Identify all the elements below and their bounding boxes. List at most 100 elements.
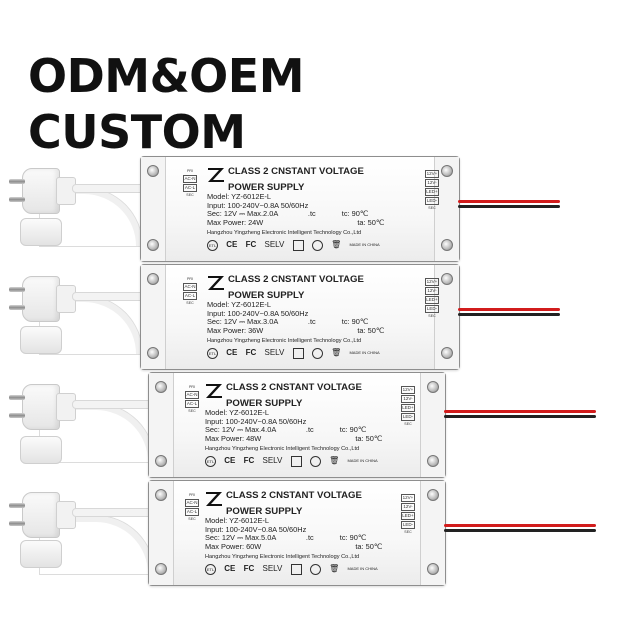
tc-marker-text: .tc [305, 425, 314, 435]
led-pos-label: LED+ [401, 404, 415, 412]
spec-label: CLASS 2 CNSTANT VOLTAGE POWER SUPPLY Mod… [205, 383, 415, 467]
spec-label: CLASS 2 CNSTANT VOLTAGE POWER SUPPLY Mod… [207, 275, 417, 359]
pri-label: PRI [187, 169, 193, 173]
led-pos-label: LED+ [401, 512, 415, 520]
ta-text: ta: 50℃ [355, 541, 383, 551]
v-pos-label: 12V+ [401, 386, 415, 394]
max-power-text: Max Power: 36W [207, 325, 264, 335]
out-sec-label: SEC [404, 422, 412, 426]
plug-pin-icon [9, 503, 25, 508]
screw-icon [427, 381, 439, 393]
screw-icon [427, 455, 439, 467]
v-neg-label: 12V- [401, 395, 415, 403]
screw-icon [427, 563, 439, 575]
max-power-text: Max Power: 48W [205, 433, 262, 443]
screw-icon [147, 239, 159, 251]
fc-mark: FC [245, 348, 257, 358]
sec-label: SEC [186, 301, 194, 305]
dc-symbol-icon: ⎓ [239, 317, 245, 327]
driver-case: PRI AC-N AC-L SEC CLASS 2 CNSTANT VOLTAG… [148, 480, 446, 586]
tc-text: tc: 90℃ [339, 425, 367, 435]
plug-pin-icon [9, 287, 25, 292]
ac-plug [9, 384, 60, 430]
screw-icon [441, 239, 453, 251]
plug-pin-icon [9, 197, 25, 202]
selv-mark: SELV [264, 240, 285, 250]
screw-icon [155, 563, 167, 575]
ac-l-label: AC-L [183, 292, 197, 300]
made-in-text: MADE IN CHINA [347, 566, 378, 572]
plug-pin-icon [9, 521, 25, 526]
input-pin-block: PRI AC-N AC-L SEC [185, 385, 199, 414]
model-text: Model: YZ-6012E-L [205, 516, 269, 525]
dc-symbol-icon: ⎓ [237, 425, 243, 435]
v-pos-label: 12V+ [425, 278, 439, 286]
cert-row: ETL CE FC SELV 🗑 MADE IN CHINA [205, 455, 415, 467]
fuse-icon [311, 239, 323, 251]
ac-connector [20, 326, 62, 354]
selv-mark: SELV [262, 456, 283, 466]
class2-icon [290, 455, 302, 467]
ac-n-label: AC-N [183, 175, 197, 183]
output-pin-block: 12V+ 12V- LED+ LED- SEC [401, 385, 415, 427]
input-pin-block: PRI AC-N AC-L SEC [185, 493, 199, 522]
fc-mark: FC [243, 456, 255, 466]
tc-marker-text: .tc [307, 209, 316, 219]
input-text: Input: 100-240V~0.8A 50/60Hz [205, 416, 307, 426]
screw-icon [155, 489, 167, 501]
black-wire [444, 529, 596, 532]
sec-label: SEC [186, 193, 194, 197]
title-line-2: POWER SUPPLY [228, 182, 305, 193]
fc-mark: FC [243, 564, 255, 574]
left-flange [149, 481, 174, 585]
ac-l-label: AC-L [185, 508, 199, 516]
class2-icon [290, 563, 302, 575]
driver-case: PRI AC-N AC-L SEC CLASS 2 CNSTANT VOLTAG… [140, 264, 460, 370]
max-power-text: Max Power: 60W [205, 541, 262, 551]
v-neg-label: 12V- [425, 179, 439, 187]
spec-label: CLASS 2 CNSTANT VOLTAGE POWER SUPPLY Mod… [205, 491, 415, 575]
title-line-1: CLASS 2 CNSTANT VOLTAGE [226, 382, 362, 393]
cert-row: ETL CE FC SELV 🗑 MADE IN CHINA [205, 563, 415, 575]
screw-icon [155, 381, 167, 393]
bin-icon: 🗑 [329, 564, 340, 574]
ce-mark: CE [226, 240, 238, 250]
ce-mark: CE [226, 348, 238, 358]
class2-icon [292, 347, 304, 359]
screw-icon [427, 489, 439, 501]
headline-line-2: CUSTOM [28, 105, 246, 159]
ac-connector [20, 540, 62, 568]
headline-line-1: ODM&OEM [28, 49, 304, 103]
screw-icon [147, 165, 159, 177]
selv-mark: SELV [262, 564, 283, 574]
output-pin-block: 12V+ 12V- LED+ LED- SEC [425, 169, 439, 211]
driver-case: PRI AC-N AC-L SEC CLASS 2 CNSTANT VOLTAG… [140, 156, 460, 262]
sec-voltage-text: Sec: 12V [207, 317, 237, 327]
left-flange [149, 373, 174, 477]
screw-icon [147, 347, 159, 359]
tc-marker-text: .tc [307, 317, 316, 327]
etl-icon: ETL [207, 347, 218, 359]
power-supply-unit: PRI AC-N AC-L SEC CLASS 2 CNSTANT VOLTAG… [0, 150, 640, 262]
maker-text: Hangzhou Yingzheng Electronic Intelligen… [205, 554, 360, 561]
plug-pin-icon [9, 179, 25, 184]
right-flange [420, 481, 445, 585]
etl-icon: ETL [205, 455, 216, 467]
led-neg-label: LED- [425, 305, 439, 313]
class2-icon [292, 239, 304, 251]
ac-l-label: AC-L [183, 184, 197, 192]
yz-logo-icon [205, 383, 223, 399]
dc-symbol-icon: ⎓ [237, 533, 243, 543]
tc-text: tc: 90℃ [341, 209, 369, 219]
red-wire [444, 524, 596, 527]
output-pin-block: 12V+ 12V- LED+ LED- SEC [401, 493, 415, 535]
ac-cable [72, 292, 146, 301]
left-flange [141, 157, 166, 261]
tc-marker-text: .tc [305, 533, 314, 543]
screw-icon [147, 273, 159, 285]
pri-label: PRI [187, 277, 193, 281]
input-text: Input: 100-240V~0.8A 50/60Hz [207, 200, 309, 210]
input-pin-block: PRI AC-N AC-L SEC [183, 169, 197, 198]
ac-l-label: AC-L [185, 400, 199, 408]
ac-plug [9, 168, 60, 214]
